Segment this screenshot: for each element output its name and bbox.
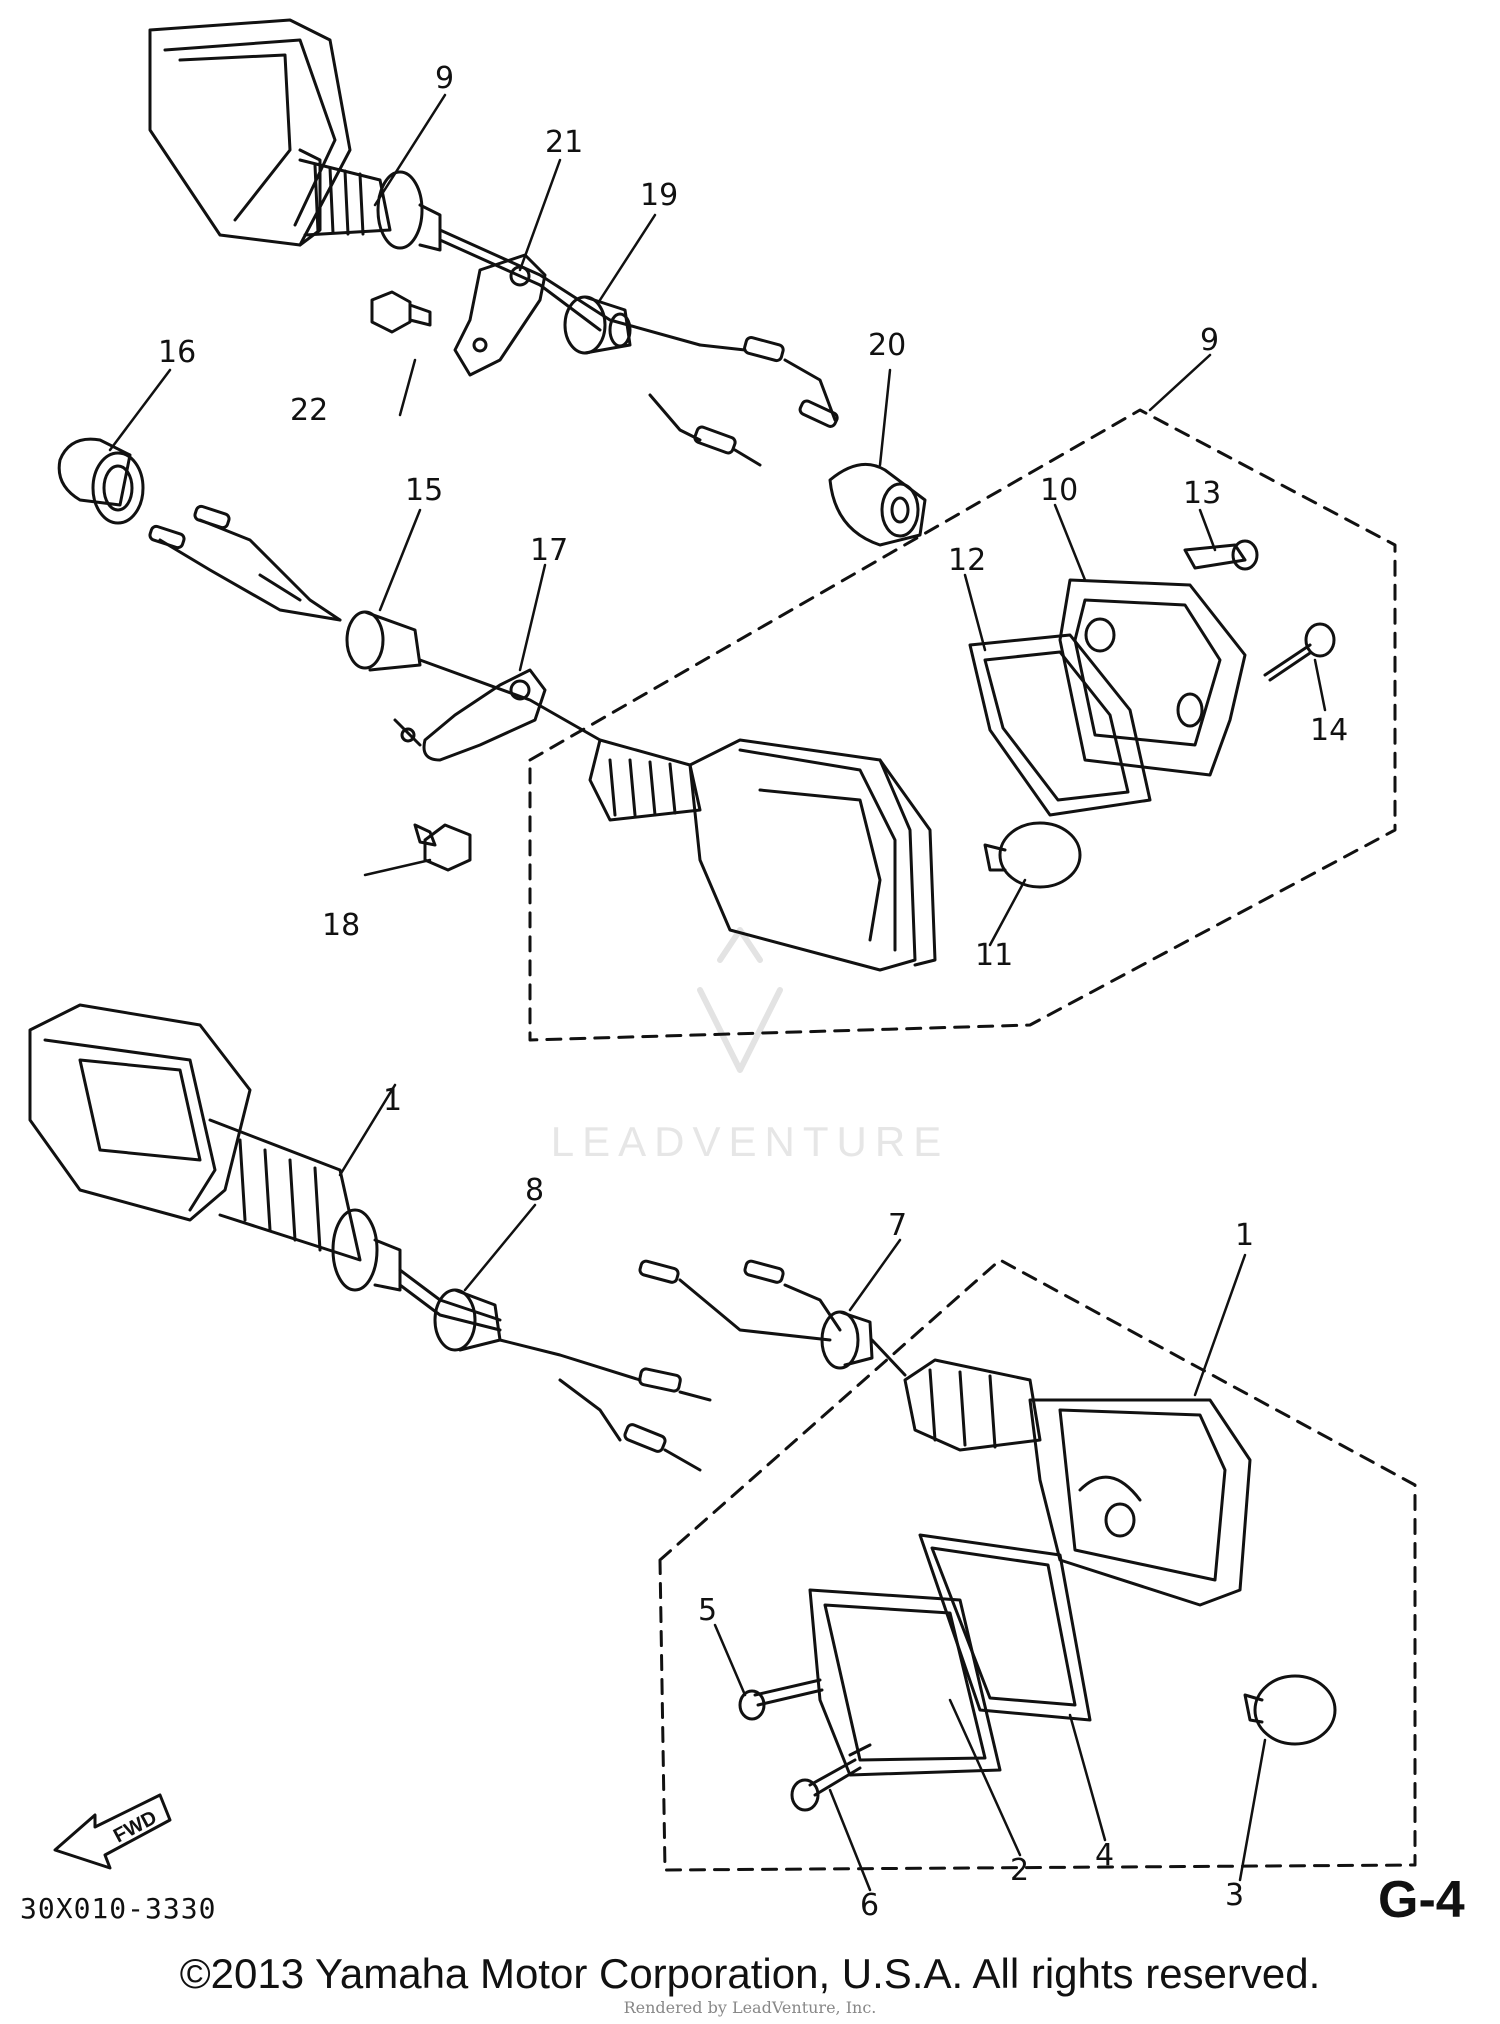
connectors-7 [638, 1259, 842, 1342]
middle-wires [148, 504, 342, 622]
callout-label: 21 [545, 125, 583, 160]
connectors-8 [498, 1338, 712, 1472]
stem-middle [418, 658, 702, 822]
gasket-12 [968, 633, 1152, 817]
callout-label: 10 [1040, 473, 1078, 508]
leadventure-watermark: LEADVENTURE [550, 1118, 950, 1165]
grommet-19 [563, 295, 632, 355]
front-flasher-right [903, 1358, 1252, 1607]
rear-flasher-lower [688, 738, 937, 972]
front-flasher-left [28, 1003, 502, 1332]
leadventure-logo-watermark [697, 927, 783, 1073]
screw-13 [1183, 539, 1259, 571]
callout-label: 4 [1095, 1838, 1114, 1873]
assembly-9-box [528, 408, 1397, 1042]
callout-label: 14 [1310, 713, 1348, 748]
bolt-22 [370, 290, 432, 334]
callout-label: 16 [158, 335, 196, 370]
copyright-notice: ©2013 Yamaha Motor Corporation, U.S.A. A… [179, 1950, 1321, 1997]
callout-label: 17 [530, 533, 568, 568]
callout-label: 5 [698, 1593, 717, 1628]
rear-flasher-upper [148, 18, 702, 347]
callout-label: 1 [1235, 1218, 1254, 1253]
callout-label: 9 [435, 61, 454, 96]
fwd-arrow-icon [53, 1793, 172, 1870]
screw-14 [1263, 622, 1336, 682]
connectors-19 [648, 336, 839, 467]
callout-label: 22 [290, 393, 328, 428]
callout-label: 18 [322, 908, 360, 943]
callout-label: 6 [860, 1888, 879, 1923]
callout-labels: 1 1 2 3 4 5 6 7 8 9 9 10 11 12 13 14 15 … [110, 61, 1348, 1923]
callout-label: 12 [948, 543, 986, 578]
fwd-label: FWD [110, 1807, 161, 1848]
grommet-15 [345, 610, 422, 672]
rendered-by-notice: Rendered by LeadVenture, Inc. [623, 1998, 877, 2017]
callout-label: 8 [525, 1173, 544, 1208]
bracket-17 [393, 668, 547, 762]
screw-6 [790, 1743, 872, 1812]
cap-16 [57, 437, 145, 525]
callout-label: 20 [868, 328, 906, 363]
bracket-21 [453, 253, 547, 377]
callout-label: 1 [383, 1083, 402, 1118]
callout-label: 7 [888, 1208, 907, 1243]
callout-label: 2 [1010, 1853, 1029, 1888]
leader-lines [108, 93, 1327, 1892]
callout-label: 13 [1183, 476, 1221, 511]
callout-label: 11 [975, 938, 1013, 973]
lens-10 [1058, 578, 1247, 777]
bolt-18 [413, 823, 472, 872]
bulb-3 [1243, 1674, 1337, 1746]
bulb-11 [983, 821, 1082, 889]
callout-label: 15 [405, 473, 443, 508]
cap-20 [828, 462, 927, 547]
callout-label: 3 [1225, 1878, 1244, 1913]
page-code: G-4 [1378, 1871, 1465, 1929]
assembly-1-box [658, 1258, 1417, 1872]
screw-5 [738, 1678, 824, 1721]
callout-label: 9 [1200, 323, 1219, 358]
callout-label: 19 [640, 178, 678, 213]
diagram-id: 30X010-3330 [20, 1892, 217, 1925]
grommet-8 [433, 1288, 502, 1352]
grommet-7 [820, 1310, 907, 1377]
